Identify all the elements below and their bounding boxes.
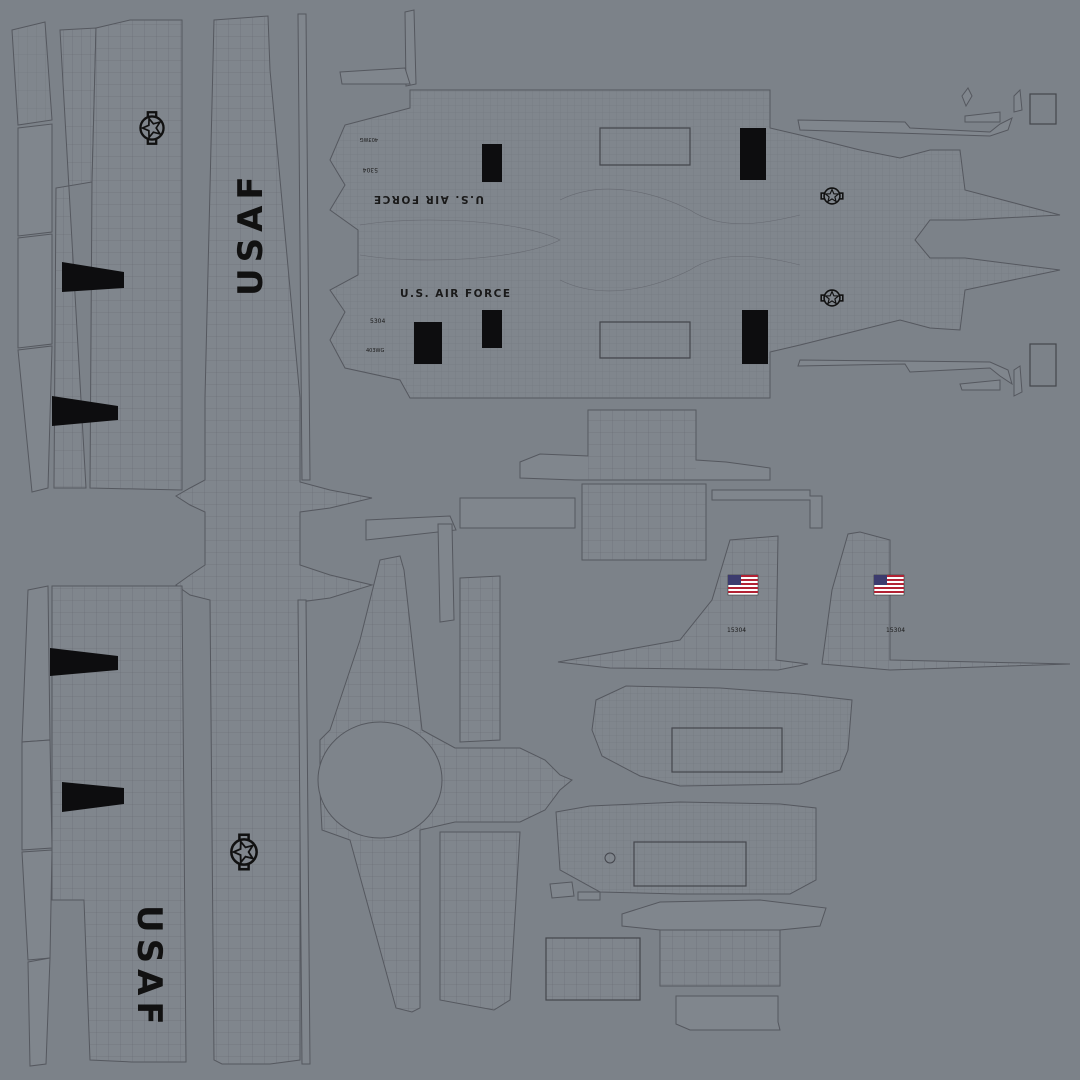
vertical-tail-right: 15304 <box>821 531 1071 671</box>
black-panel-marking <box>62 782 124 812</box>
left-wing-strips-bottom <box>21 585 53 1067</box>
window-panel <box>482 144 502 182</box>
cowling-pieces <box>545 685 853 1031</box>
nacelle-pieces <box>365 409 823 623</box>
serial-label-lower: 5304 <box>370 318 385 325</box>
usaf-label-top: USAF <box>231 170 271 296</box>
vertical-tail-left: 15304 <box>557 535 809 671</box>
thin-spar-strip <box>297 13 311 1065</box>
window-panel <box>740 128 766 180</box>
code-label-lower: 403WG <box>366 348 384 354</box>
horizontal-stabilizer <box>317 555 573 1013</box>
window-panel <box>414 322 442 364</box>
window-panel <box>482 310 502 348</box>
us-flag-icon <box>873 574 905 596</box>
air-force-label-lower: U.S. AIR FORCE <box>400 288 512 300</box>
air-force-label-upper: U.S. AIR FORCE <box>372 193 484 205</box>
usaf-label-bottom: USAF <box>129 905 169 1031</box>
tail-serial-left: 15304 <box>727 627 746 634</box>
black-panel-marking <box>50 648 118 676</box>
us-flag-icon <box>727 574 759 596</box>
wing-panel-left-bottom: USAF <box>50 585 187 1063</box>
black-panel-marking <box>62 262 124 292</box>
fuselage-uv: U.S. AIR FORCE U.S. AIR FORCE 5304 403WG… <box>329 89 1061 399</box>
small-parts-right <box>797 87 1057 397</box>
serial-label-upper: 5304 <box>363 166 378 173</box>
main-wing-strip: USAF <box>175 15 374 1065</box>
tail-serial-right: 15304 <box>886 627 905 634</box>
code-label-upper: 403WG <box>360 136 378 142</box>
window-panel <box>742 310 768 364</box>
left-wing-strips-top <box>11 21 53 493</box>
cutout-outline <box>633 841 747 887</box>
small-parts-top <box>339 9 417 87</box>
wing-panel-left-top <box>52 19 183 491</box>
cutout-outline <box>671 727 783 773</box>
black-panel-marking <box>52 396 118 426</box>
